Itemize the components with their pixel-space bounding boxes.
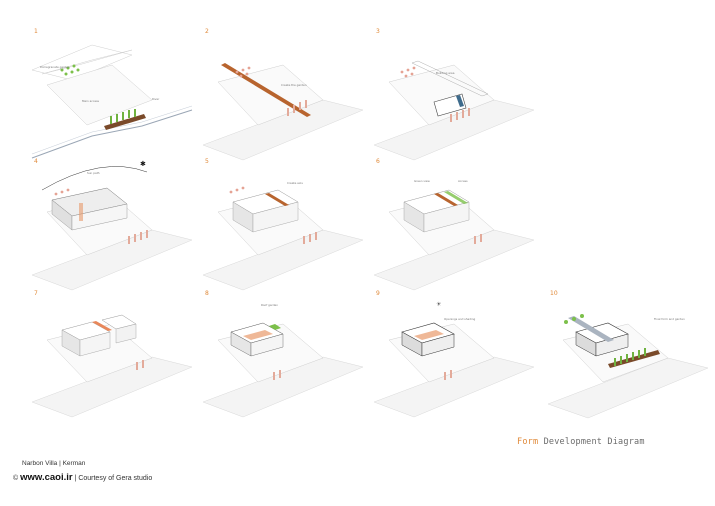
label-create-axis: Create axis xyxy=(287,181,303,185)
diagram-step-8: 8 Roof garden xyxy=(202,290,364,422)
sun-icon: ✱ xyxy=(140,160,146,168)
diagram-step-3: 3 Building area xyxy=(373,28,535,161)
step-number: 9 xyxy=(376,290,380,297)
step-2-drawing: Create the garden xyxy=(202,63,364,161)
label-roof-garden: Roof garden xyxy=(261,303,278,307)
step-7-drawing xyxy=(31,314,193,418)
step-9-drawing: ☀ Openings and shading xyxy=(373,301,535,418)
label-access: Access xyxy=(458,179,468,183)
title-rest: Development Diagram xyxy=(543,437,645,447)
step-number: 6 xyxy=(376,158,380,165)
label-access: Main access xyxy=(82,99,100,103)
step-number: 8 xyxy=(205,290,209,297)
diagram-step-4: 4 ✱ Sun path xyxy=(31,158,193,291)
label-openings: Openings and shading xyxy=(444,317,476,321)
diagram-step-10: 10 Final form and garden xyxy=(547,290,709,422)
credit-separator: | xyxy=(74,475,77,482)
step-number: 10 xyxy=(550,290,558,297)
label-sun-path: Sun path xyxy=(87,171,100,175)
diagram-step-7: 7 xyxy=(31,290,193,422)
diagram-step-2: 2 Create the garden xyxy=(202,28,364,161)
step-number: 3 xyxy=(376,28,380,35)
step-6-drawing: Green view Access xyxy=(373,179,535,291)
title-accent: Form xyxy=(517,437,539,447)
step-number: 7 xyxy=(34,290,38,297)
diagram-step-9: 9 ☀ Openings and shading xyxy=(373,290,535,422)
label-building-area: Building area xyxy=(436,71,455,75)
diagram-step-6: 6 Green view Access xyxy=(373,158,535,291)
credit-line: © www.caoi.ir | Courtesy of Gera studio xyxy=(13,472,152,483)
step-4-drawing: ✱ Sun path xyxy=(31,160,193,291)
label-green-view: Green view xyxy=(414,179,431,183)
project-name: Narbon Villa | Kerman xyxy=(22,460,86,467)
copyright-symbol: © xyxy=(13,475,19,482)
step-number: 4 xyxy=(34,158,38,165)
diagram-title: Form Development Diagram xyxy=(517,437,645,447)
label-garden-axis: Create the garden xyxy=(281,83,307,87)
step-1-drawing: Pomegranate garden Main access River xyxy=(31,44,193,159)
step-3-drawing: Building area xyxy=(373,60,535,161)
sun-icon: ☀ xyxy=(436,301,442,308)
label-final-form: Final form and garden xyxy=(654,317,685,321)
step-number: 2 xyxy=(205,28,209,35)
step-number: 1 xyxy=(34,28,38,35)
step-number: 5 xyxy=(205,158,209,165)
diagram-step-5: 5 Create axis xyxy=(202,158,364,291)
label-river: River xyxy=(152,97,160,101)
site-link[interactable]: www.caoi.ir xyxy=(20,472,73,483)
diagram-step-1: 1 Pomegranate garden Main access River xyxy=(31,28,193,160)
step-10-drawing: Final form and garden xyxy=(547,314,709,419)
step-8-drawing: Roof garden xyxy=(202,303,364,418)
step-5-drawing: Create axis xyxy=(202,181,364,291)
courtesy-text: Courtesy of Gera studio xyxy=(78,475,153,482)
label-garden: Pomegranate garden xyxy=(40,65,70,69)
